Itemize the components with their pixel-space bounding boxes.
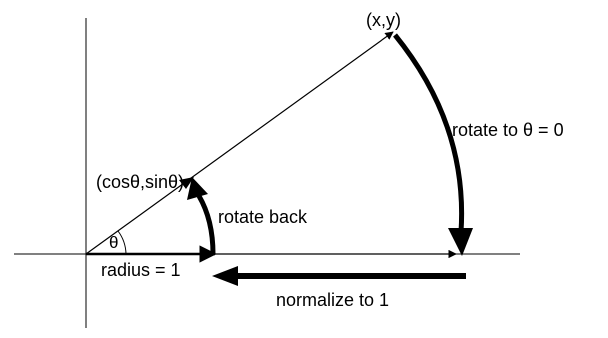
- rotate-back-arrow-shaft: [196, 194, 216, 255]
- rotate-to-zero-arrowhead: [448, 228, 473, 256]
- normalize-arrowhead: [212, 266, 238, 286]
- radius-label: radius = 1: [101, 260, 181, 280]
- normalize-label: normalize to 1: [276, 290, 389, 310]
- rotate-back-label: rotate back: [218, 207, 308, 227]
- rotate-to-zero-arrow-shaft: [393, 33, 465, 233]
- unit-vector-arrowhead: [179, 177, 194, 189]
- point-xy-label: (x,y): [366, 10, 401, 30]
- theta-label: θ: [109, 233, 118, 252]
- rotate-back-arrowhead: [187, 177, 208, 200]
- vector-to-xy: [85, 31, 394, 255]
- rotate-to-zero-label: rotate to θ = 0: [452, 120, 564, 140]
- theta-arc: [117, 230, 127, 255]
- unit-point-label: (cosθ,sinθ): [96, 172, 184, 192]
